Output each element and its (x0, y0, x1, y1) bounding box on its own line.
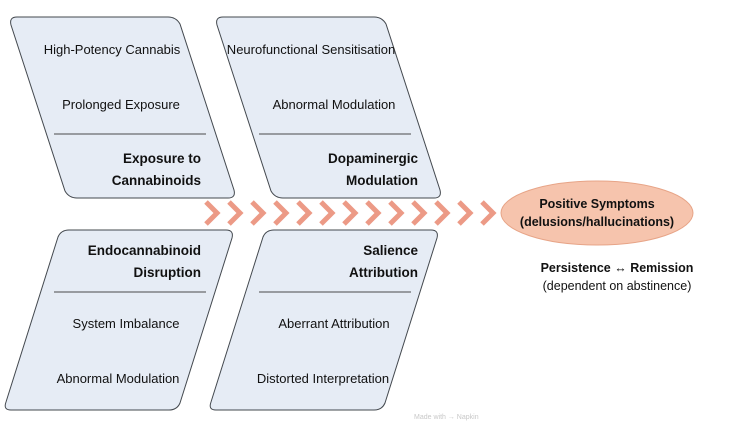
effect-title: Positive Symptoms (539, 197, 655, 211)
cause-aberrant-attribution: Aberrant Attribution (278, 316, 390, 331)
spine-chevron (434, 200, 451, 226)
spine-chevron (273, 200, 290, 226)
cause-abnormal-modulation: Abnormal Modulation (272, 97, 396, 112)
category-box-salience (209, 229, 438, 411)
cause-high-potency-cannabis: High-Potency Cannabis (43, 42, 181, 57)
spine-chevron (319, 200, 336, 226)
cause-system-imbalance: System Imbalance (72, 316, 180, 331)
category-heading-dopaminergic: Dopaminergic Modulation (328, 148, 418, 192)
spine-chevrons (204, 200, 497, 226)
spine-chevron (457, 200, 474, 226)
effect-label: Positive Symptoms (delusions/hallucinati… (517, 195, 677, 231)
category-heading-exposure: Exposure to Cannabinoids (112, 148, 201, 192)
effect-note-persistence: Persistence ↔ Remission (540, 261, 694, 275)
spine-chevron (342, 200, 359, 226)
category-box-exposure (10, 16, 235, 199)
spine-chevron (250, 200, 267, 226)
heading-line: Disruption (133, 265, 202, 280)
effect-note-abstinence: (dependent on abstinence) (542, 279, 692, 293)
heading-line: Dopaminergic (327, 151, 418, 166)
effect-ellipse (500, 180, 694, 246)
spine-chevron (365, 200, 382, 226)
heading-line: Attribution (349, 265, 418, 280)
spine-chevron (227, 200, 244, 226)
heading-line: Exposure to (122, 151, 201, 166)
watermark: Made with → Napkin (414, 414, 479, 421)
category-heading-endocannabinoid: Endocannabinoid Disruption (88, 240, 201, 284)
category-heading-salience: Salience Attribution (349, 240, 418, 284)
heading-line: Salience (363, 243, 418, 258)
heading-line: Modulation (346, 173, 418, 188)
spine-chevron (204, 200, 221, 226)
cause-distorted-interpretation: Distorted Interpretation (256, 371, 390, 386)
effect-subtitle: (delusions/hallucinations) (519, 215, 675, 229)
spine-chevron (480, 200, 497, 226)
heading-line: Cannabinoids (111, 173, 201, 188)
spine-chevron (411, 200, 428, 226)
spine-chevron (296, 200, 313, 226)
cause-neurofunctional-sensitisation: Neurofunctional Sensitisation (226, 42, 396, 57)
heading-line: Endocannabinoid (87, 243, 201, 258)
category-box-dopaminergic (216, 16, 441, 199)
cause-abnormal-modulation: Abnormal Modulation (56, 371, 180, 386)
cause-prolonged-exposure: Prolonged Exposure (62, 97, 180, 112)
category-box-endocannabinoid (4, 229, 233, 411)
spine-chevron (388, 200, 405, 226)
